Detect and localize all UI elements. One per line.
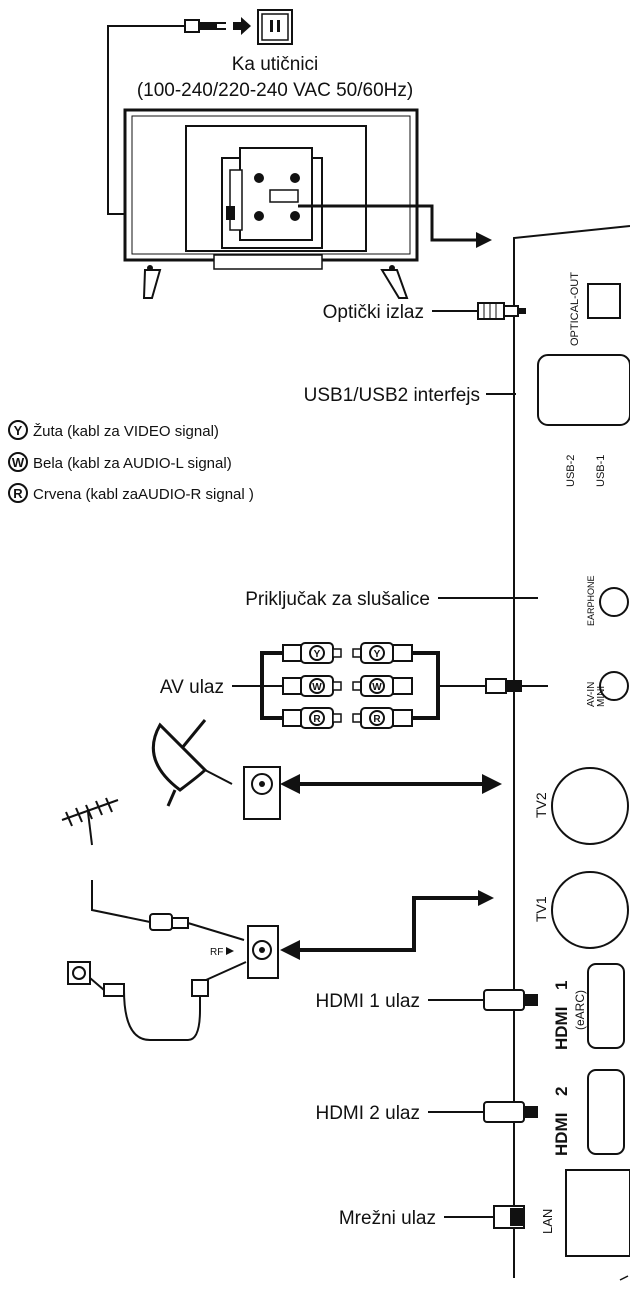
rf-wall-socket-icon: RF xyxy=(210,925,279,979)
tv1-path xyxy=(280,896,480,960)
hdmi1-number: 1 xyxy=(552,981,571,990)
svg-text:W: W xyxy=(372,682,382,693)
tv1-port-label: TV1 xyxy=(533,896,549,922)
usb1-label: USB-1 xyxy=(595,455,607,487)
wall-outlet-icon xyxy=(257,9,293,45)
svg-text:R: R xyxy=(313,714,321,725)
legend-item-red: R Crvena (kabl zaAUDIO-R signal ) xyxy=(8,483,254,503)
satellite-dish-icon xyxy=(151,719,233,807)
av-in-jack xyxy=(599,671,629,701)
legend-red-text: Crvena (kabl zaAUDIO-R signal ) xyxy=(33,486,254,503)
tv2-port-label: TV2 xyxy=(533,792,549,818)
av-in-port-label: AV-IN xyxy=(586,682,597,707)
usb-ports xyxy=(537,354,630,426)
usb2-label: USB-2 xyxy=(565,455,577,487)
tv-back-illustration xyxy=(123,108,419,299)
legend-item-white: W Bela (kabl za AUDIO-L signal) xyxy=(8,452,232,472)
svg-text:R: R xyxy=(13,486,23,501)
av-in-label: AV ulaz xyxy=(160,677,224,698)
usb-interface-label: USB1/USB2 interfejs xyxy=(304,385,480,406)
satellite-wall-socket-icon xyxy=(243,766,281,820)
lan-port xyxy=(565,1169,630,1257)
hdmi2-cable-icon xyxy=(428,1101,538,1123)
hdmi2-port xyxy=(587,1069,625,1155)
hdmi2-brand: HDMI xyxy=(552,1113,571,1156)
arrowhead-icon xyxy=(478,890,494,906)
svg-text:Y: Y xyxy=(314,649,321,660)
hdmi1-in-label: HDMI 1 ulaz xyxy=(315,991,420,1012)
earphone-jack xyxy=(599,587,629,617)
white-w-icon xyxy=(8,452,28,472)
svg-text:Y: Y xyxy=(14,423,23,438)
svg-text:Y: Y xyxy=(374,649,381,660)
optical-cable-icon xyxy=(432,302,526,320)
arrow-right-icon xyxy=(233,17,251,35)
tv-to-panel-arrow xyxy=(298,204,478,242)
hdmi1-cable-icon xyxy=(428,989,538,1011)
yellow-y-icon xyxy=(8,420,28,440)
rca-cable-icon: Y Y W W R R xyxy=(260,642,548,729)
hdmi1-earc: (eARC) xyxy=(573,990,587,1030)
legend: Y Žuta (kabl za VIDEO signal) W Bela (ka… xyxy=(8,420,254,503)
lan-in-label: Mrežni ulaz xyxy=(339,1208,436,1229)
optical-port xyxy=(587,283,621,319)
arrowhead-icon xyxy=(476,232,492,248)
lan-cable-icon xyxy=(444,1205,525,1229)
hdmi2-in-label: HDMI 2 ulaz xyxy=(315,1103,420,1124)
side-panel xyxy=(513,225,630,1281)
av-mini-port-label: MINI xyxy=(596,686,607,707)
svg-text:R: R xyxy=(373,714,381,725)
optical-out-label: Optički izlaz xyxy=(323,302,424,323)
legend-white-text: Bela (kabl za AUDIO-L signal) xyxy=(33,455,232,472)
power-spec: (100-240/220-240 VAC 50/60Hz) xyxy=(137,80,413,101)
red-r-icon xyxy=(8,483,28,503)
svg-text:W: W xyxy=(312,682,322,693)
svg-text:W: W xyxy=(12,455,25,470)
legend-yellow-text: Žuta (kabl za VIDEO signal) xyxy=(33,423,219,440)
antenna-icon xyxy=(61,797,245,941)
hdmi1-brand: HDMI xyxy=(552,1007,571,1050)
coax-cable-icon xyxy=(67,961,247,1041)
tv2-port xyxy=(551,767,629,845)
tv1-port xyxy=(551,871,629,949)
legend-item-yellow: Y Žuta (kabl za VIDEO signal) xyxy=(8,420,219,440)
power-title: Ka utičnici xyxy=(232,54,319,75)
hdmi1-port xyxy=(587,963,625,1049)
lan-port-label: LAN xyxy=(540,1209,555,1234)
earphone-port-label: EARPHONE xyxy=(586,575,596,626)
optical-port-label: OPTICAL-OUT xyxy=(569,272,581,346)
hdmi2-number: 2 xyxy=(552,1087,571,1096)
rf-label: RF xyxy=(210,947,223,958)
earphone-label: Priključak za slušalice xyxy=(245,589,430,610)
